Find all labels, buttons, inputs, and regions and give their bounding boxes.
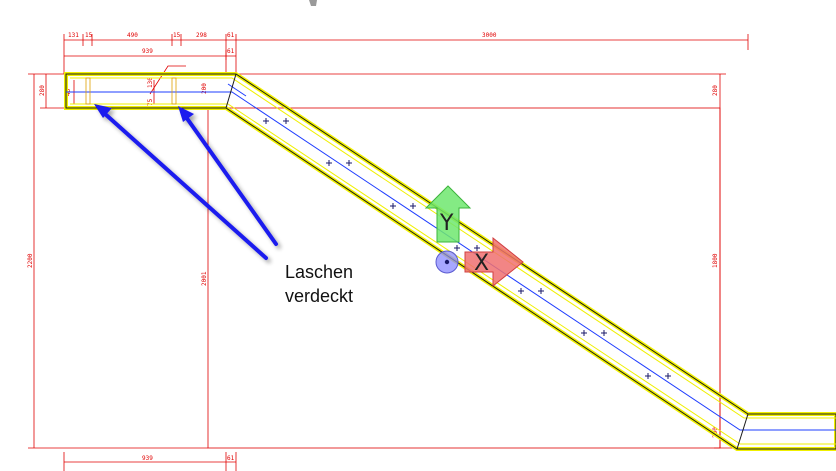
dim-61b: 61 — [227, 48, 235, 55]
dim-298: 298 — [196, 32, 207, 39]
dim-mid-200: 200 — [201, 83, 208, 94]
bolt-markers — [263, 118, 671, 379]
callout-arrows — [94, 104, 278, 260]
origin-dot-icon — [444, 259, 450, 265]
callout-arrowhead-right-icon — [178, 106, 194, 122]
dimension-labels: 131 15 490 15 298 61 3000 939 61 939 61 … — [27, 32, 719, 462]
cursor-icon — [309, 0, 317, 6]
dim-939: 939 — [142, 48, 153, 55]
dim-61a: 61 — [227, 32, 235, 39]
dim-3000: 3000 — [482, 32, 497, 39]
dim-75: 75 — [147, 98, 154, 106]
x-axis-arrow[interactable] — [464, 236, 524, 288]
dim-490: 490 — [127, 32, 138, 39]
stair-outline — [65, 73, 836, 450]
dim-2001: 2001 — [201, 271, 208, 286]
dim-130: 130 — [147, 77, 154, 88]
dim-1800: 1800 — [712, 253, 719, 268]
lasche-right — [171, 77, 177, 105]
callout-arrow-left — [102, 111, 268, 260]
dim-15b: 15 — [173, 32, 181, 39]
dim-bottom-61: 61 — [227, 455, 235, 462]
dim-2200: 2200 — [27, 253, 34, 268]
lasche-left — [85, 77, 91, 105]
coordinate-gizmo[interactable]: Y X — [424, 185, 524, 288]
dim-15a: 15 — [85, 32, 93, 39]
callout-arrowhead-left-icon — [94, 104, 112, 118]
dim-right-280: 280 — [712, 85, 719, 96]
callout-line-2: verdeckt — [285, 286, 353, 306]
y-axis-label: Y — [439, 211, 454, 236]
y-axis-arrow[interactable] — [424, 185, 472, 243]
dim-280: 280 — [39, 85, 46, 96]
callout-annotation: Laschen verdeckt — [285, 262, 353, 306]
callout-line-1: Laschen — [285, 262, 353, 282]
dimension-lines — [28, 34, 750, 471]
dim-131: 131 — [68, 32, 79, 39]
x-axis-label: X — [474, 251, 489, 276]
callout-arrow-right — [184, 115, 278, 246]
dim-bottom-939: 939 — [142, 455, 153, 462]
